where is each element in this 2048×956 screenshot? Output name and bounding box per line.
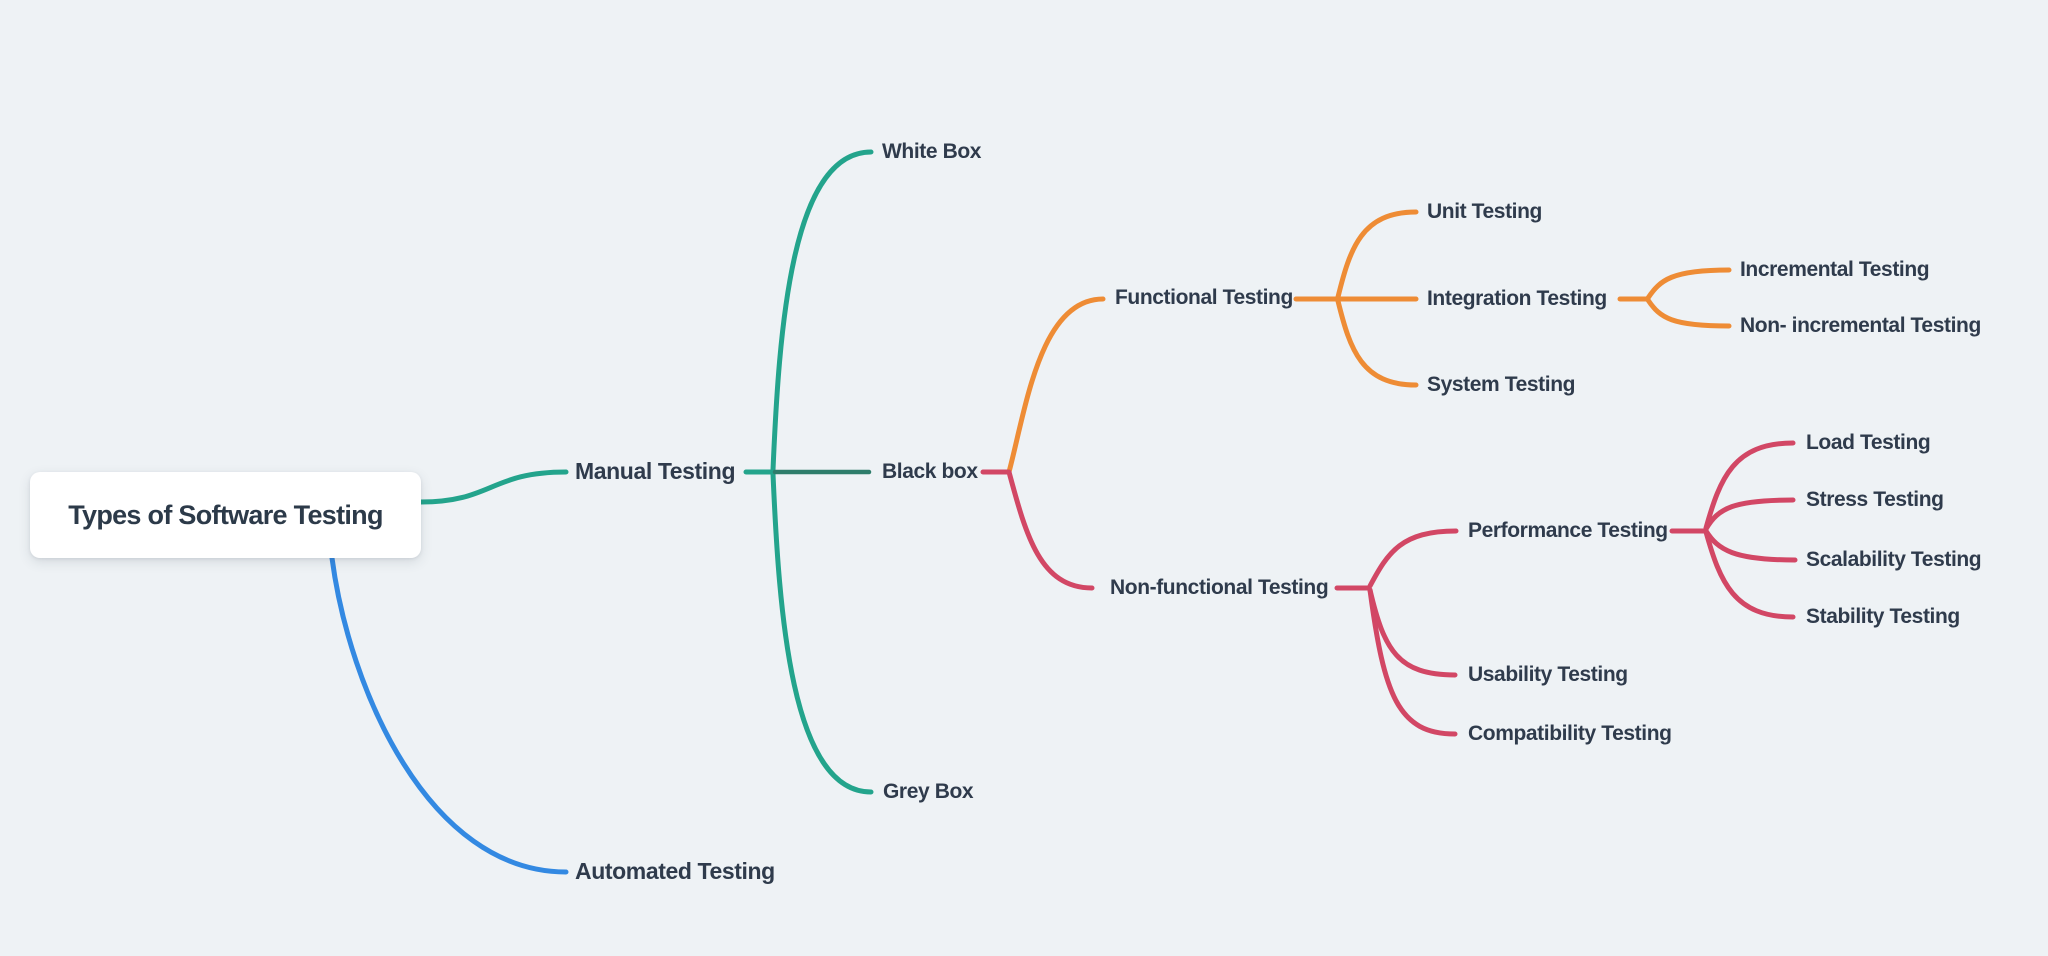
node-white-box[interactable]: White Box xyxy=(882,140,982,164)
node-load-testing[interactable]: Load Testing xyxy=(1806,431,1931,455)
edge-performance-to-stress-testing xyxy=(1703,497,1796,532)
node-stress-testing[interactable]: Stress Testing xyxy=(1806,488,1944,512)
node-black-box[interactable]: Black box xyxy=(882,460,978,484)
edge-manual-to-grey-box xyxy=(770,471,874,795)
node-stability-testing[interactable]: Stability Testing xyxy=(1806,605,1960,629)
edge-performance-to-scalability-testing xyxy=(1703,528,1798,563)
edge-performance-to-load-testing xyxy=(1703,440,1796,531)
edge-non-functional-to-compatibility-testing xyxy=(1367,587,1458,737)
edge-functional-to-unit-testing xyxy=(1335,209,1419,300)
edge-non-functional-to-performance-testing xyxy=(1367,528,1459,589)
node-non-functional-testing[interactable]: Non-functional Testing xyxy=(1110,576,1329,600)
node-functional-testing[interactable]: Functional Testing xyxy=(1115,286,1293,310)
root-node-label: Types of Software Testing xyxy=(68,499,383,530)
node-non-incremental-testing[interactable]: Non- incremental Testing xyxy=(1740,314,1981,338)
edge-performance-to-stability-testing xyxy=(1703,529,1796,620)
edge-black-box-to-non-functional-testing xyxy=(1006,469,1095,591)
node-root[interactable]: Types of Software Testing xyxy=(30,472,421,558)
node-usability-testing[interactable]: Usability Testing xyxy=(1468,663,1628,687)
node-compatibility-testing[interactable]: Compatibility Testing xyxy=(1468,722,1672,746)
node-unit-testing[interactable]: Unit Testing xyxy=(1427,200,1542,224)
edge-root-to-manual-testing xyxy=(418,469,569,505)
edge-functional-to-system-testing xyxy=(1335,298,1419,388)
node-grey-box[interactable]: Grey Box xyxy=(883,780,974,804)
edge-integration-to-incremental-testing xyxy=(1645,267,1732,301)
node-performance-testing[interactable]: Performance Testing xyxy=(1468,519,1668,543)
node-scalability-testing[interactable]: Scalability Testing xyxy=(1806,548,1982,572)
edge-black-box-to-functional-testing xyxy=(1006,296,1106,475)
node-integration-testing[interactable]: Integration Testing xyxy=(1427,287,1607,311)
node-automated-testing[interactable]: Automated Testing xyxy=(575,858,775,885)
edge-integration-to-non-incremental-testing xyxy=(1645,297,1732,329)
node-manual-testing[interactable]: Manual Testing xyxy=(575,458,736,485)
edge-root-to-automated-testing xyxy=(329,555,569,875)
node-system-testing[interactable]: System Testing xyxy=(1427,373,1576,397)
node-incremental-testing[interactable]: Incremental Testing xyxy=(1740,258,1930,282)
edge-manual-to-white-box xyxy=(770,149,874,473)
